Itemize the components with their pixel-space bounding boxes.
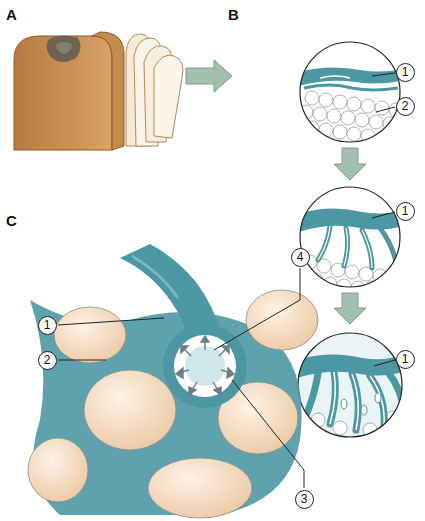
panel-letter: B xyxy=(228,6,239,23)
leader-line xyxy=(58,73,395,488)
callout-number: 1 xyxy=(396,63,415,82)
enzyme-arrow xyxy=(176,336,234,395)
callout-number: 1 xyxy=(396,350,415,369)
callout-number: 4 xyxy=(291,248,310,267)
hypha-tube xyxy=(120,244,247,408)
panel-letter: A xyxy=(6,6,17,23)
magnified-view xyxy=(296,331,404,439)
callout-number: 1 xyxy=(38,316,57,335)
bread-loaf xyxy=(14,32,124,150)
panel-letter: C xyxy=(6,212,17,229)
callout-number: 3 xyxy=(295,490,314,509)
callout-number: 2 xyxy=(38,351,57,370)
magnified-view xyxy=(298,185,404,297)
callout-number: 1 xyxy=(396,202,415,221)
magnified-view xyxy=(298,40,404,146)
callout-number: 2 xyxy=(396,97,415,116)
starch-granule xyxy=(28,290,318,518)
bread-slices xyxy=(126,34,183,146)
